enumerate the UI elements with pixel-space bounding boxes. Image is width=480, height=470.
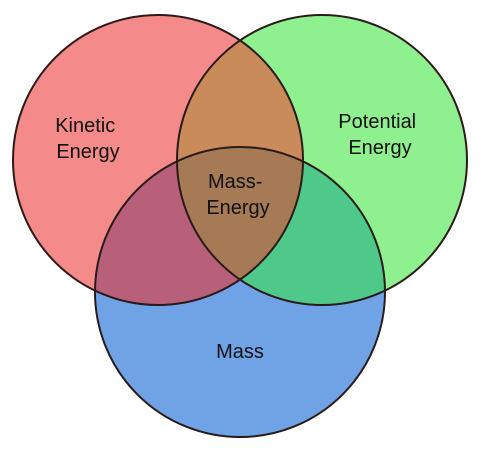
mass-energy-label-line-1: Mass- [208, 171, 262, 193]
mass-energy-label: Mass- Energy [206, 171, 269, 219]
mass-energy-label-line-2: Energy [206, 197, 269, 219]
potential-energy-label: Potential Energy [338, 111, 421, 159]
mass-outline [94, 146, 386, 438]
kinetic-energy-label-line-2: Energy [56, 141, 119, 163]
kinetic-energy-outline [12, 14, 304, 306]
potential-energy-label-line-1: Potential [338, 111, 416, 133]
mass-label: Mass [216, 341, 264, 363]
kinetic-energy-label-line-1: Kinetic [55, 115, 115, 137]
potential-energy-label-line-2: Energy [348, 137, 411, 159]
mass-label-line-1: Mass [216, 341, 264, 363]
kinetic-energy-label: Kinetic Energy [55, 115, 121, 163]
potential-energy-outline [176, 14, 468, 306]
